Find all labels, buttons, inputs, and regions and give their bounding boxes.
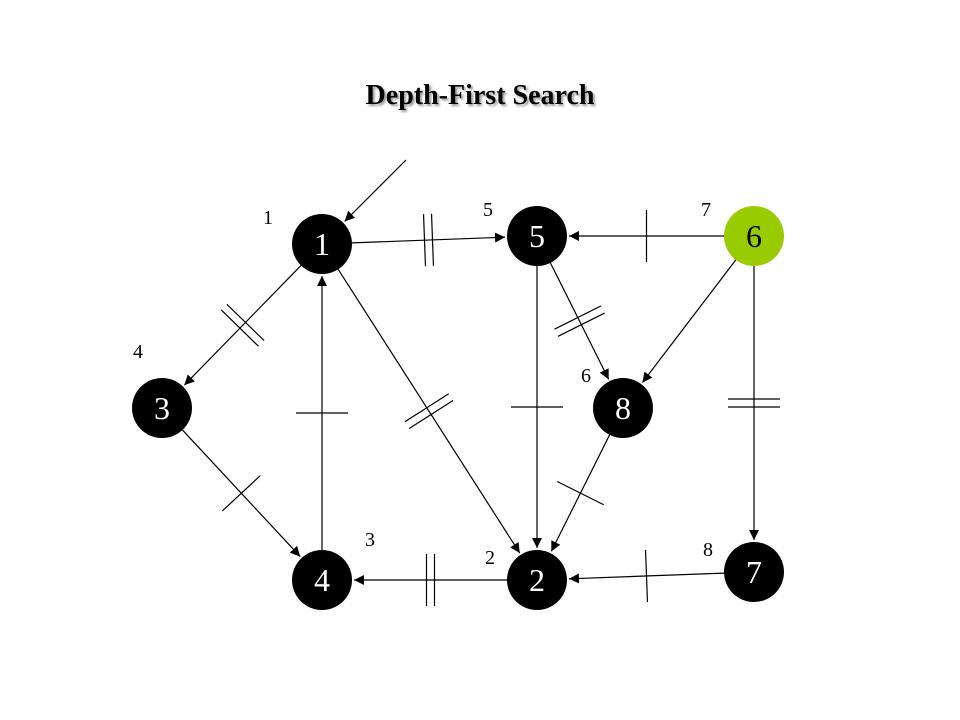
edges-layer [181,159,780,606]
edge-tick-mark [220,309,259,347]
visit-order-label-node-4: 3 [365,529,375,551]
edge-start-to-1 [344,159,407,222]
node-label: 1 [314,226,330,262]
visit-order-layer: 1 2 3 4 5 6 7 8 [133,199,713,569]
edge-tick-mark [404,393,450,423]
node-label: 2 [529,562,545,598]
node-3: 3 [132,378,192,438]
node-circle [292,214,352,274]
edge-tick-mark [221,475,261,512]
visit-order-label-node-1: 1 [263,207,273,229]
visit-order-label-node-3: 4 [133,341,143,363]
node-label: 4 [314,562,330,598]
edge-1-to-5 [351,213,506,267]
edge-1-to-3 [183,265,302,386]
node-7: 7 [724,542,784,602]
edge-tick-mark [557,312,605,337]
node-5: 5 [507,206,567,266]
edge-tick-mark [226,303,265,342]
visit-order-label-node-2: 2 [485,547,495,569]
diagram-title: Depth-First Search [365,80,595,111]
edge-tick-mark [430,213,435,266]
visit-order-label-node-7: 8 [703,539,713,561]
edge-line [183,265,302,386]
edge-6-to-8 [641,259,737,383]
edge-6-to-5 [569,210,724,262]
edge-4-to-1 [296,276,348,550]
edge-tick-mark [556,480,604,506]
edge-tick-mark [554,305,602,330]
edge-2-to-4 [354,554,507,606]
node-circle [132,378,192,438]
node-circle [507,206,567,266]
edge-line [351,232,506,244]
nodes-layer: 1 2 3 4 5 6 7 8 [132,206,784,610]
node-label: 6 [746,218,762,254]
edge-tick-mark [422,214,427,267]
edge-6-to-7 [728,266,780,540]
node-circle [292,550,352,610]
visit-order-label-node-5: 5 [483,199,493,221]
visit-order-label-node-8: 6 [581,365,591,387]
edge-5-to-2 [511,266,563,548]
node-label: 8 [615,390,631,426]
edge-line [641,259,737,383]
node-4: 4 [292,550,352,610]
node-circle [593,378,653,438]
visit-order-label-node-6: 7 [701,199,711,221]
edge-line [344,159,407,222]
edge-7-to-2 [568,549,725,602]
node-8: 8 [593,378,653,438]
node-circle [724,206,784,266]
edge-tick-mark [644,549,649,602]
edge-tick-mark [408,400,454,430]
node-6: 6 [724,206,784,266]
node-circle [724,542,784,602]
node-label: 3 [154,390,170,426]
node-label: 5 [529,218,545,254]
node-label: 7 [746,554,762,590]
edge-1-to-2 [337,268,521,554]
node-circle [507,550,567,610]
edge-8-to-2 [550,434,611,552]
edge-3-to-4 [181,429,301,557]
edge-line [337,268,521,554]
node-2: 2 [507,550,567,610]
edge-5-to-8 [549,262,610,380]
edge-line [549,262,610,380]
node-1: 1 [292,214,352,274]
